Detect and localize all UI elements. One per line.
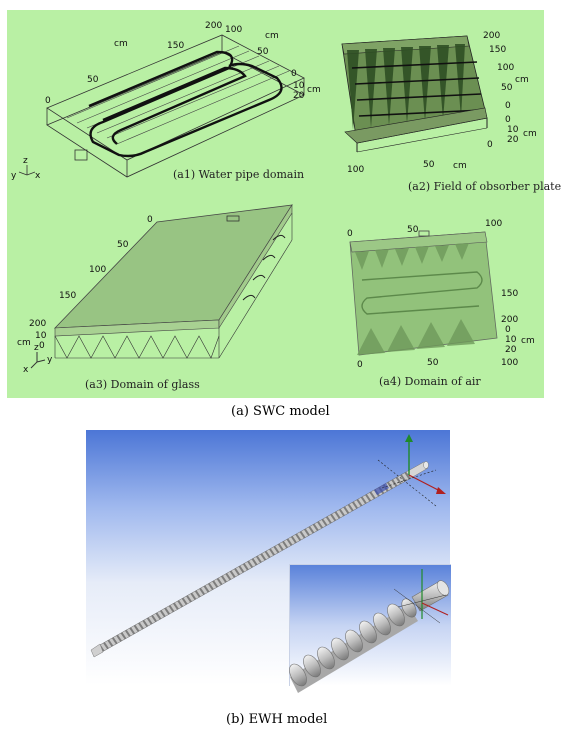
- ewh-zoom-inset: [289, 564, 451, 693]
- a3-unit-cm: cm: [17, 338, 31, 348]
- caption-a1: (a1) Water pipe domain: [173, 168, 305, 181]
- a2-tick-r0: 0: [505, 115, 511, 125]
- caption-b-text: EWH model: [244, 712, 328, 727]
- swc-model-drawings: 200 100 cm 150 50 cm 50 0 0 10 20 cm y z…: [11, 21, 537, 375]
- a1-tick-150: 150: [167, 41, 184, 51]
- a1-tick-50-right: 50: [257, 47, 269, 57]
- a4-tick-100: 100: [485, 219, 502, 229]
- a2-tick-b100: 100: [347, 165, 364, 175]
- a2-tick-50: 50: [501, 83, 513, 93]
- a1-axis-x: x: [35, 171, 41, 181]
- ewh-tube: [90, 461, 429, 658]
- a1-tick-r0: 0: [291, 69, 297, 79]
- a1-unit-cm-left: cm: [114, 39, 128, 49]
- caption-b-main: (b) EWH model: [226, 712, 327, 727]
- a4-tick-b0: 0: [357, 360, 363, 370]
- ewh-zoom-coil: [289, 580, 450, 693]
- a4-tick-b100: 100: [501, 358, 518, 368]
- swc-model-panel: 200 100 cm 150 50 cm 50 0 0 10 20 cm y z…: [7, 10, 561, 398]
- a3-tick-150: 150: [59, 291, 76, 301]
- a1-unit-cm-top: cm: [265, 31, 279, 41]
- a4-tick-200: 200: [501, 315, 518, 325]
- a2-unit-cm-b: cm: [453, 161, 467, 171]
- a1-tick-200: 200: [205, 21, 222, 31]
- a4-tick-150: 150: [501, 289, 518, 299]
- caption-a-main: (a) SWC model: [231, 404, 330, 419]
- glass-domain-view: [30, 203, 293, 369]
- caption-b-label: (b): [226, 712, 245, 727]
- ewh-tube-drawing: [90, 434, 446, 658]
- a4-tick-r20: 20: [505, 345, 517, 355]
- a2-tick-200: 200: [483, 31, 500, 41]
- a3-tick-10: 10: [35, 331, 47, 341]
- coordinate-triad-inset: [393, 569, 449, 624]
- a3-axis-z: z: [34, 343, 39, 353]
- a4-unit-cm: cm: [521, 336, 535, 346]
- ewh-model-panel: [86, 430, 451, 693]
- a2-tick-r20: 20: [507, 135, 519, 145]
- a3-tick-l0: 0: [39, 341, 45, 351]
- caption-a-label: (a): [231, 404, 249, 419]
- a3-tick-0: 0: [147, 215, 153, 225]
- a4-tick-r0: 0: [505, 325, 511, 335]
- a4-tick-0: 0: [347, 229, 353, 239]
- caption-a4: (a4) Domain of air: [379, 375, 481, 388]
- a4-tick-b50: 50: [427, 358, 439, 368]
- a2-tick-b50: 50: [423, 160, 435, 170]
- caption-a-text: SWC model: [248, 404, 330, 419]
- a1-tick-r20: 20: [293, 91, 305, 101]
- a3-tick-200: 200: [29, 319, 46, 329]
- water-pipe-domain-view: [18, 34, 305, 178]
- a1-axis-y: y: [11, 171, 17, 181]
- a2-unit-cm-r: cm: [523, 129, 537, 139]
- a1-tick-0: 0: [45, 96, 51, 106]
- a2-tick-150: 150: [489, 45, 506, 55]
- a3-tick-50: 50: [117, 240, 129, 250]
- a2-unit-cm-right: cm: [515, 75, 529, 85]
- a4-tick-r10: 10: [505, 335, 517, 345]
- caption-a2: (a2) Field of obsorber plate: [408, 180, 561, 193]
- a1-tick-50-left: 50: [87, 75, 99, 85]
- a1-tick-r10: 10: [293, 81, 305, 91]
- absorber-plate-view: [341, 35, 488, 153]
- a2-tick-100: 100: [497, 63, 514, 73]
- a1-tick-100: 100: [225, 25, 242, 35]
- ewh-zoom-drawing: [289, 569, 450, 693]
- a3-tick-100: 100: [89, 265, 106, 275]
- a2-tick-0: 0: [505, 101, 511, 111]
- caption-a3: (a3) Domain of glass: [85, 378, 200, 391]
- a2-tick-r10: 10: [507, 125, 519, 135]
- a4-tick-50: 50: [407, 225, 419, 235]
- a2-tick-b0: 0: [487, 140, 493, 150]
- coordinate-triad-main: [377, 434, 446, 507]
- a1-axis-z: z: [23, 156, 28, 166]
- a1-unit-cm-right: cm: [307, 85, 321, 95]
- a3-axis-x: x: [23, 365, 29, 375]
- a3-axis-y: y: [47, 355, 53, 365]
- air-domain-view: [349, 230, 498, 356]
